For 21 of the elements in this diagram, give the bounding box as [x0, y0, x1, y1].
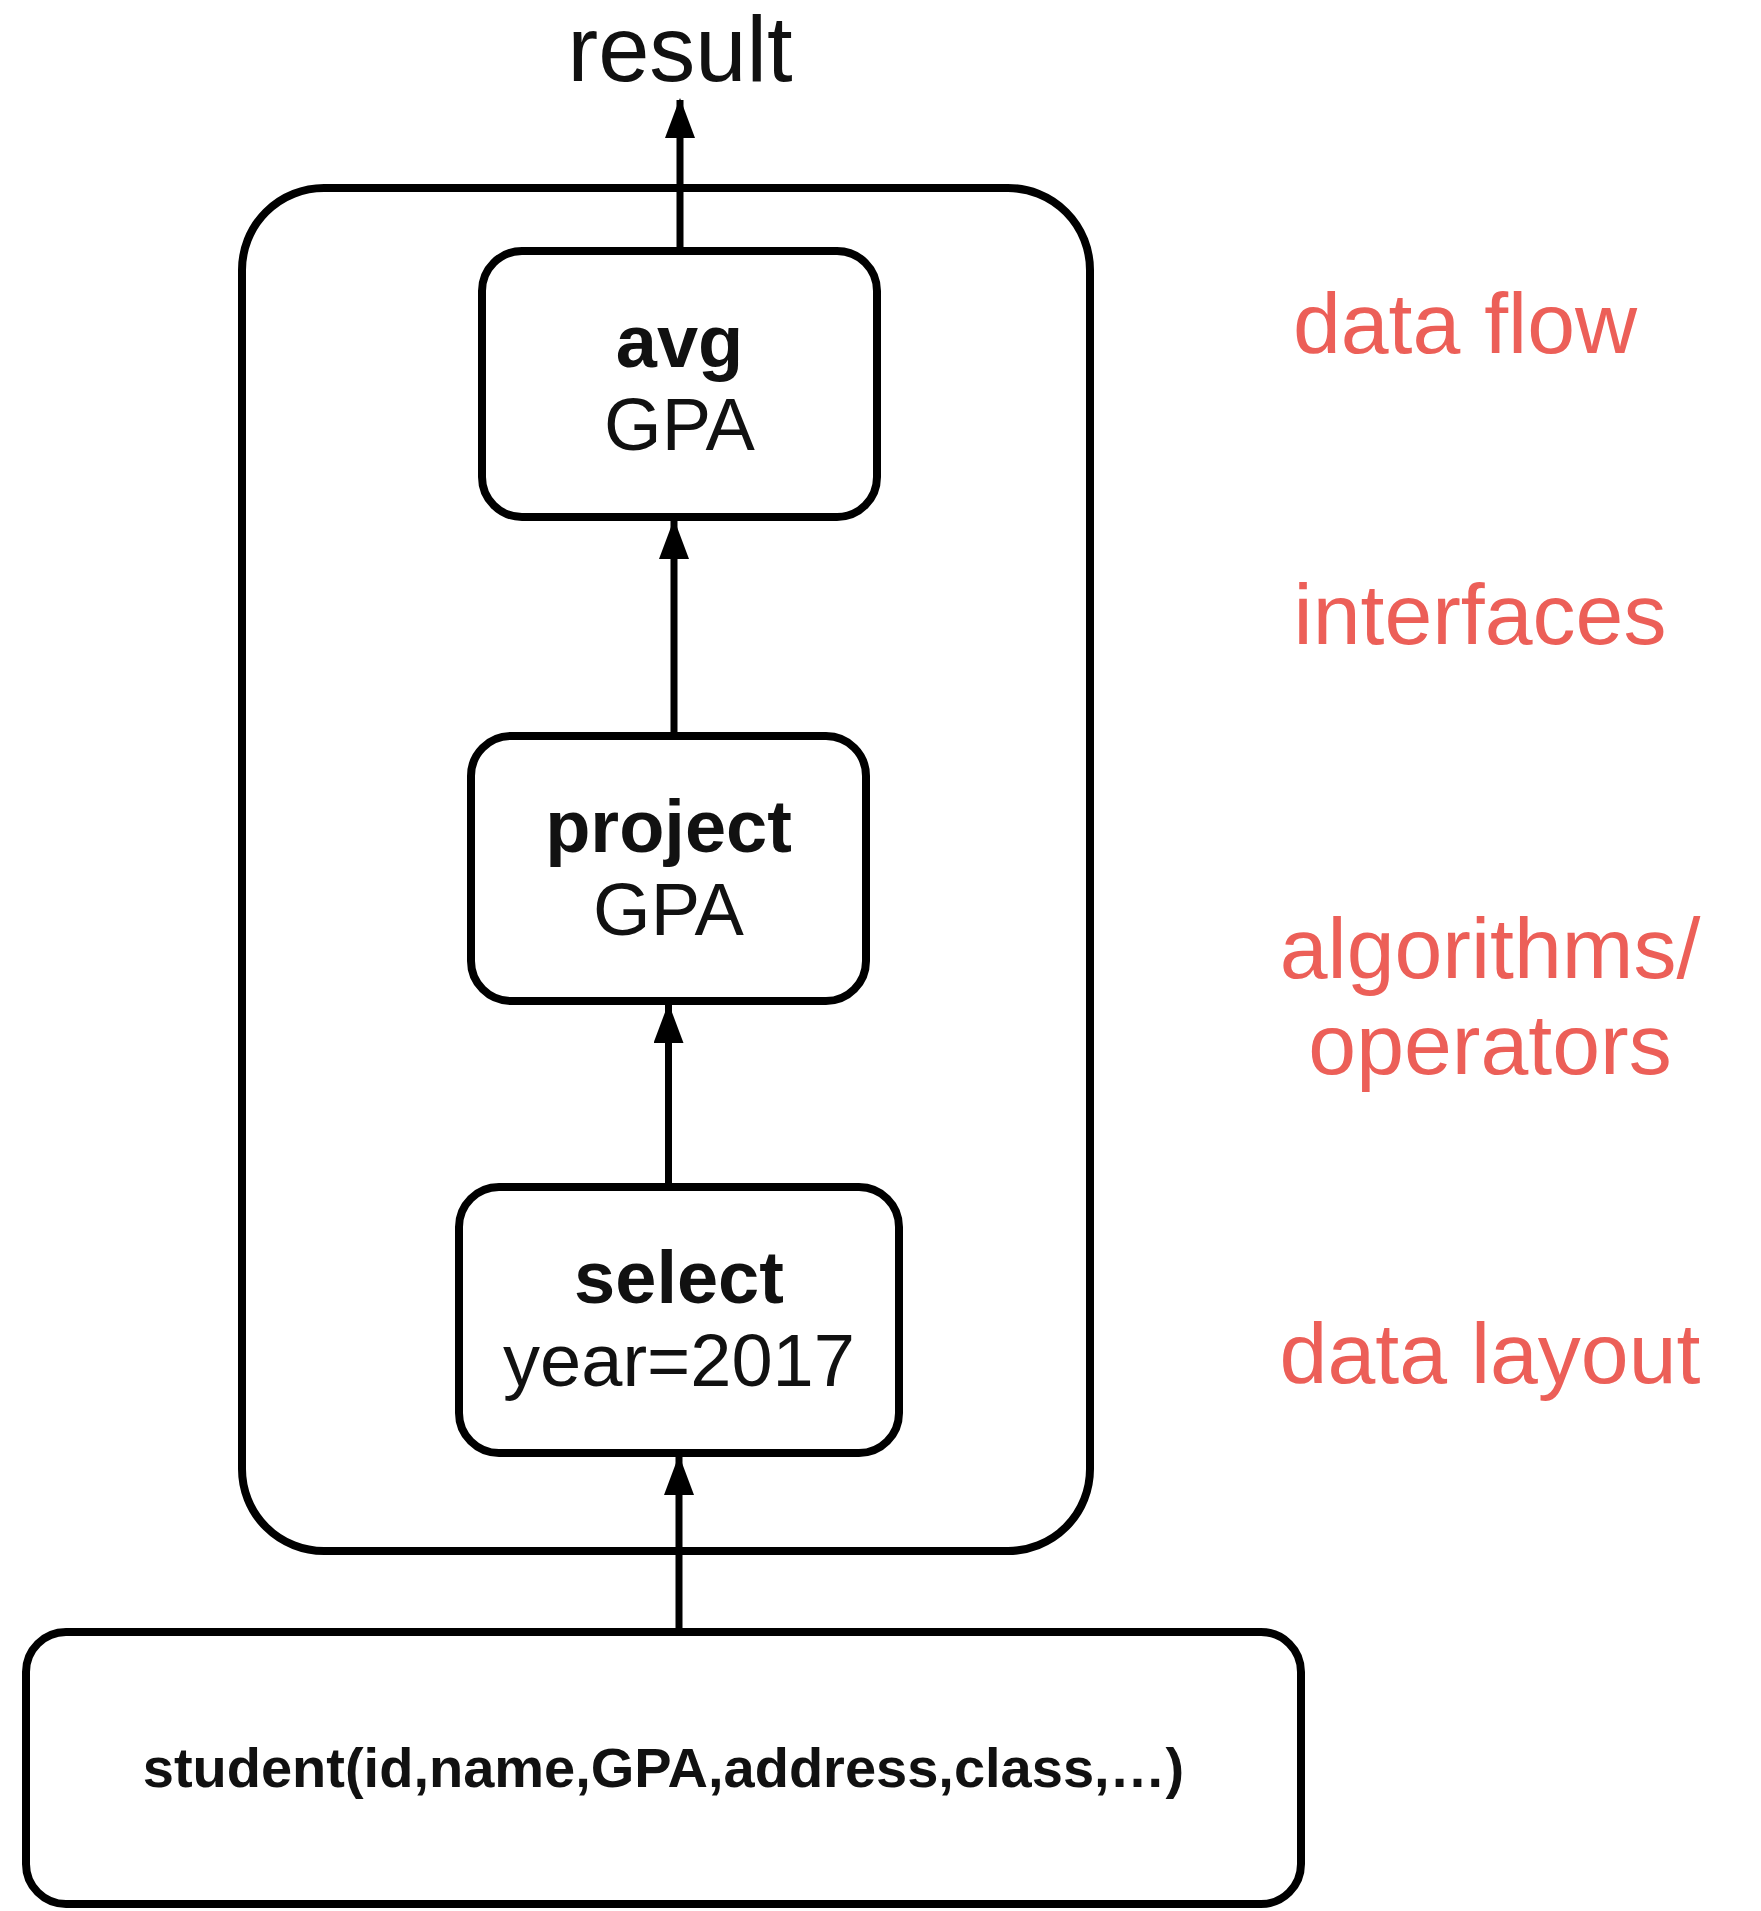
operator-box	[478, 247, 881, 521]
operator-box	[467, 732, 870, 1005]
layer-label: interfaces	[1292, 566, 1668, 663]
layer-label: algorithms/ operators	[1278, 900, 1702, 1093]
operator-argument: GPA	[593, 868, 744, 952]
operator-argument: GPA	[604, 384, 755, 467]
arrow	[653, 1003, 684, 1183]
container-box	[238, 184, 1094, 1555]
layer-label: data layout	[1278, 1305, 1702, 1402]
arrow	[665, 98, 695, 247]
arrow	[659, 519, 689, 732]
operator-name: select	[574, 1237, 784, 1320]
table-schema: student(id,name,GPA,address,class,…)	[142, 1736, 1185, 1800]
layer-label: data flow	[1291, 275, 1639, 372]
operator-name: project	[545, 785, 792, 869]
table-box	[22, 1628, 1305, 1908]
arrow	[664, 1455, 694, 1628]
output-label: result	[567, 0, 793, 102]
operator-argument: year=2017	[503, 1320, 855, 1403]
operator-box	[455, 1183, 903, 1457]
operator-name: avg	[615, 301, 744, 384]
